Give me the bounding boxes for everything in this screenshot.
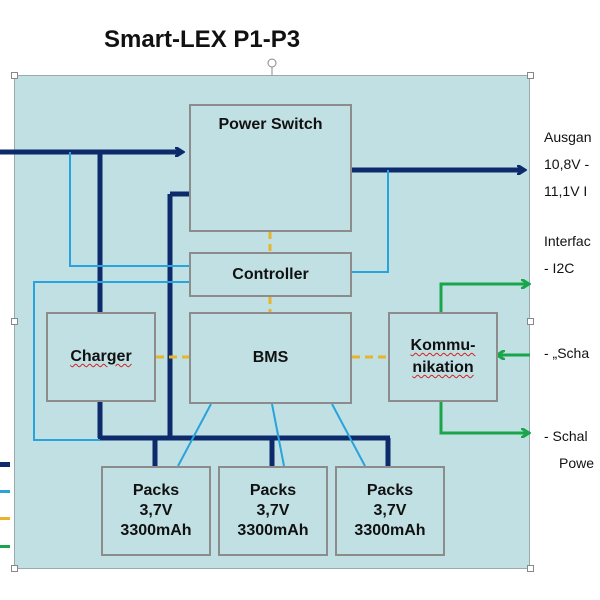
- interface-switch-power-cont: Powe: [559, 455, 595, 471]
- interface-switch-power: - Schal: [544, 428, 588, 444]
- legend-internal-link: [0, 517, 10, 520]
- legend-signal-line: [0, 490, 10, 493]
- kommunikation-block[interactable]: Kommu- nikation: [388, 312, 498, 402]
- power-switch-block[interactable]: Power Switch: [189, 104, 352, 232]
- bms-label: BMS: [252, 349, 289, 366]
- controller-block[interactable]: Controller: [189, 252, 352, 297]
- bms-block[interactable]: BMS: [189, 312, 352, 404]
- pack-block-3[interactable]: Packs 3,7V 3300mAh: [335, 466, 445, 556]
- pack-1-voltage: 3,7V: [139, 502, 173, 519]
- bms-sense-3: [331, 403, 366, 467]
- charger-block[interactable]: Charger: [46, 312, 156, 402]
- pack-1-label: Packs: [132, 482, 180, 499]
- legend-power-line: [0, 462, 10, 467]
- rotate-handle-icon[interactable]: [267, 58, 277, 68]
- bms-sense-1: [177, 403, 212, 467]
- output-voltage-1: 10,8V -: [544, 156, 590, 172]
- selection-handle-bottom-right[interactable]: [527, 565, 534, 572]
- interface-heading: Interfac: [544, 233, 591, 249]
- pack-3-capacity: 3300mAh: [354, 522, 426, 539]
- pack-3-label: Packs: [366, 482, 414, 499]
- bms-sense-2: [271, 403, 285, 467]
- output-voltage-2: 11,1V I: [544, 183, 588, 199]
- selection-handle-right[interactable]: [527, 318, 534, 325]
- pack-3-voltage: 3,7V: [373, 502, 407, 519]
- pack-block-2[interactable]: Packs 3,7V 3300mAh: [218, 466, 328, 556]
- diagram-title: Smart-LEX P1-P3: [104, 26, 301, 53]
- i2c-line: [439, 284, 528, 312]
- pack-block-1[interactable]: Packs 3,7V 3300mAh: [101, 466, 211, 556]
- selection-handle-top-right[interactable]: [527, 72, 534, 79]
- signal-output-to-controller: [352, 170, 389, 273]
- signal-controller-loop: [33, 281, 189, 441]
- kommunikation-label-line2: nikation: [412, 359, 474, 376]
- kommunikation-label-line1: Kommu-: [410, 337, 476, 354]
- interface-switch-signal: - „Scha: [544, 345, 590, 361]
- charger-label: Charger: [70, 348, 132, 365]
- signal-input-to-controller: [69, 152, 189, 267]
- controller-label: Controller: [232, 265, 309, 283]
- pack-2-voltage: 3,7V: [256, 502, 290, 519]
- interface-i2c: - I2C: [544, 260, 575, 276]
- pack-2-label: Packs: [249, 482, 297, 499]
- output-heading: Ausgan: [544, 129, 592, 145]
- pack-1-capacity: 3300mAh: [120, 522, 192, 539]
- switch-power-out-line: [439, 402, 528, 433]
- selection-handle-left[interactable]: [11, 318, 18, 325]
- pack-2-capacity: 3300mAh: [237, 522, 309, 539]
- selection-handle-top-left[interactable]: [11, 72, 18, 79]
- legend-interface-line: [0, 545, 10, 548]
- selection-handle-bottom-left[interactable]: [11, 565, 18, 572]
- power-switch-label: Power Switch: [218, 116, 323, 133]
